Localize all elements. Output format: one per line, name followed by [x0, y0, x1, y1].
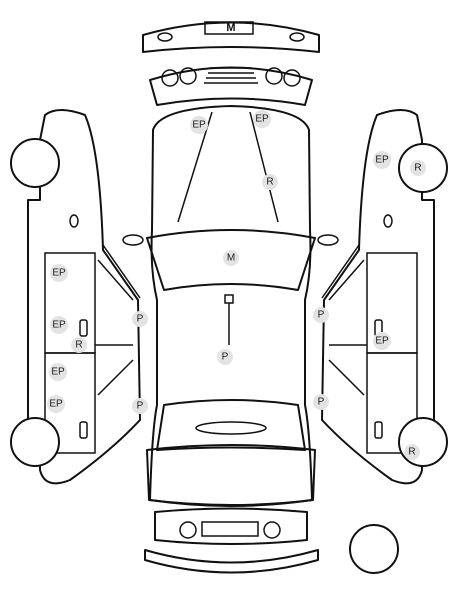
svg-text:P: P [222, 352, 229, 363]
svg-text:P: P [318, 310, 325, 321]
svg-text:P: P [137, 401, 144, 412]
badge-right-pillar-2: P [313, 394, 329, 410]
rear-bumper [144, 507, 319, 574]
svg-text:P: P [137, 314, 144, 325]
svg-text:R: R [75, 340, 82, 351]
badge-right-front: EP [373, 151, 391, 169]
badge-hood-left: EP [190, 116, 208, 134]
badge-right-pillar-1: P [313, 307, 329, 323]
svg-text:EP: EP [375, 155, 389, 166]
svg-text:EP: EP [192, 120, 206, 131]
badge-left-front-door-1: EP [50, 264, 68, 282]
badge-left-front-door-2: EP [50, 316, 68, 334]
svg-text:R: R [266, 177, 273, 188]
svg-text:M: M [227, 253, 235, 264]
svg-text:EP: EP [255, 114, 269, 125]
badge-center: P [217, 349, 233, 365]
car-top-view [122, 105, 339, 507]
front-bumper-symbol: M [226, 22, 235, 34]
svg-text:EP: EP [52, 320, 66, 331]
badge-right-rear-wheel: R [404, 444, 420, 460]
badge-left-pillar-1: P [132, 311, 148, 327]
badge-left-pillar-2: P [132, 398, 148, 414]
svg-text:EP: EP [52, 268, 66, 279]
badge-roof: M [223, 250, 239, 266]
svg-text:EP: EP [49, 399, 63, 410]
badge-right-door: EP [373, 332, 391, 350]
badge-windshield: R [262, 174, 278, 190]
badge-left-rear-door-1: EP [49, 363, 67, 381]
svg-text:EP: EP [51, 367, 65, 378]
front-bumper: M [142, 21, 320, 53]
spare-tire [349, 524, 399, 574]
badge-right-front-wheel: R [410, 160, 426, 176]
svg-text:R: R [414, 163, 421, 174]
svg-text:P: P [318, 397, 325, 408]
badge-left-front-door-r: R [71, 337, 87, 353]
badge-left-rear-door-2: EP [47, 395, 65, 413]
badge-hood-right: EP [253, 110, 271, 128]
svg-text:R: R [408, 447, 415, 458]
svg-text:EP: EP [375, 336, 389, 347]
car-left-side [10, 109, 141, 485]
front-headlights-grille [149, 66, 313, 106]
